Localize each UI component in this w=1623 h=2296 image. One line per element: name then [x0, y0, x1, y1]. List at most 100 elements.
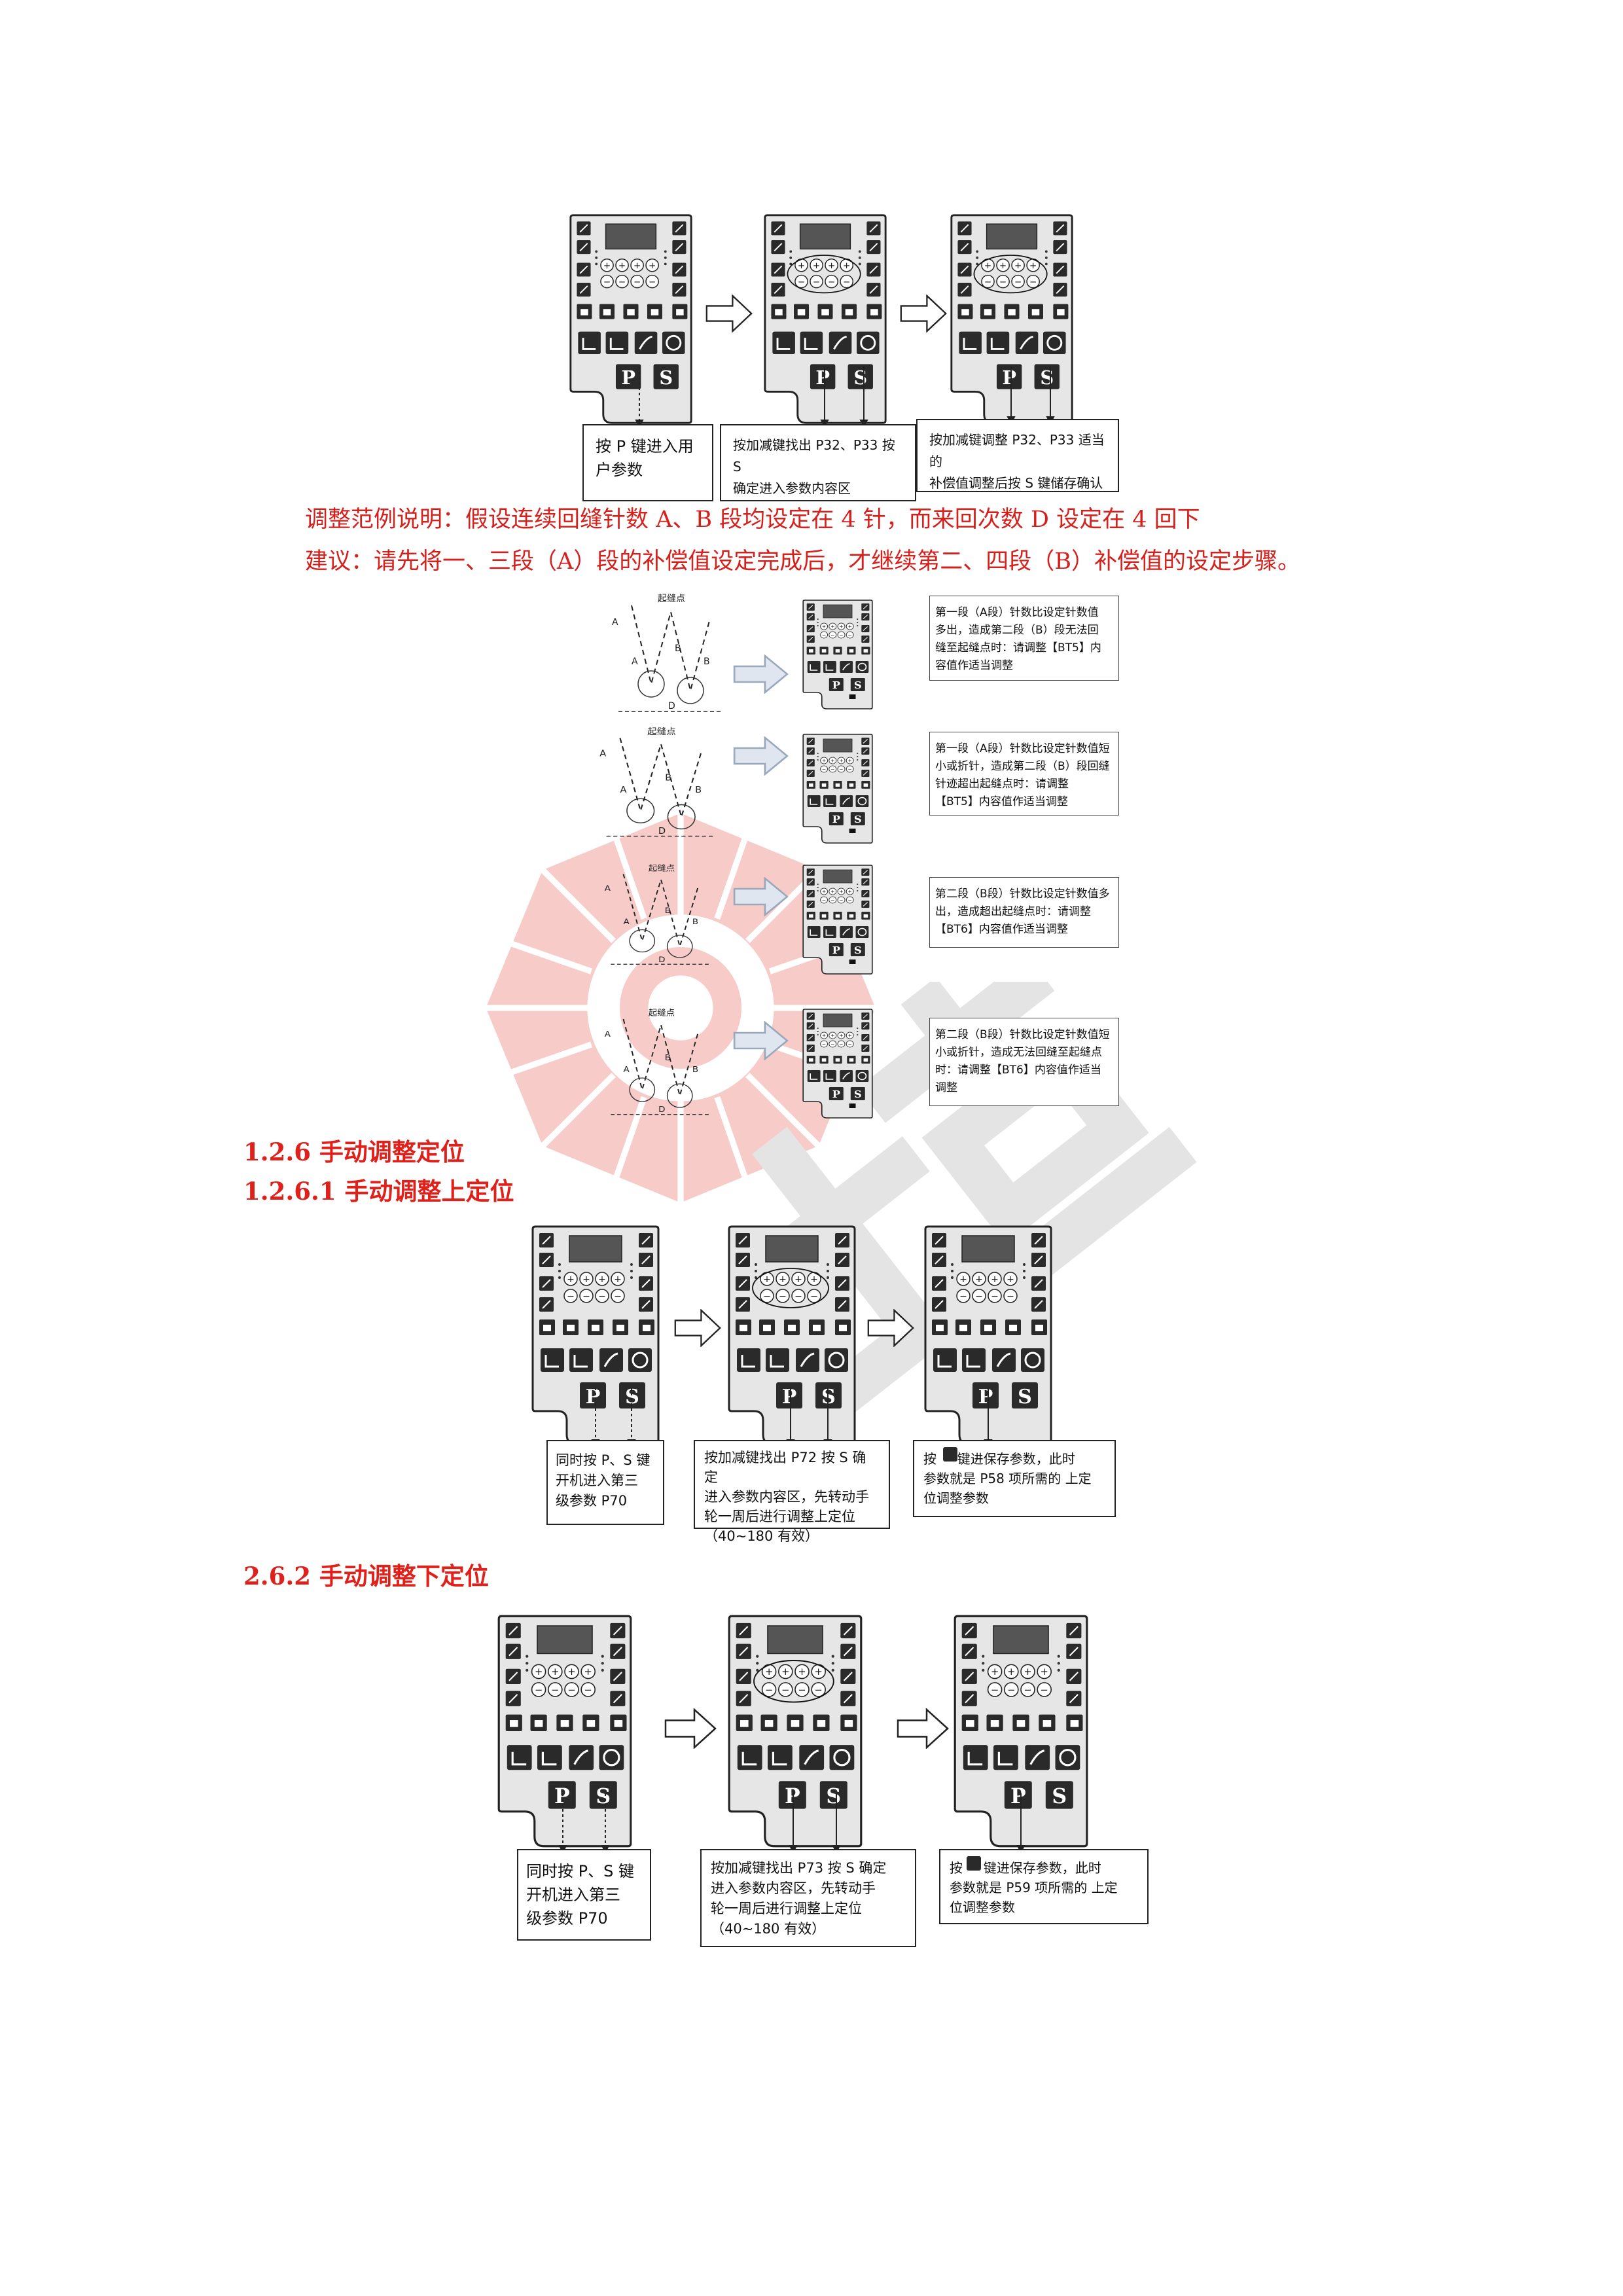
svg-text:P: P	[782, 1386, 797, 1408]
svg-text:+: +	[1007, 1666, 1015, 1677]
right-arrow-icon	[664, 1708, 717, 1749]
svg-text:+: +	[813, 261, 820, 271]
svg-text:+: +	[815, 1666, 823, 1677]
svg-text:S: S	[596, 1784, 611, 1808]
svg-text:−: −	[567, 1291, 575, 1302]
svg-text:B: B	[704, 656, 710, 667]
svg-text:S: S	[854, 1088, 862, 1100]
svg-text:+: +	[633, 261, 641, 271]
svg-text:+: +	[614, 1274, 622, 1285]
svg-text:S: S	[659, 367, 673, 389]
svg-text:+: +	[991, 1274, 999, 1285]
svg-text:P: P	[832, 1088, 841, 1100]
svg-text:P: P	[554, 1784, 570, 1808]
svg-text:+: +	[959, 1274, 967, 1285]
svg-text:−: −	[1024, 1685, 1031, 1696]
svg-text:−: −	[798, 1685, 806, 1696]
caption-box: 按加减键调整 P32、P33 适当的 补偿值调整后按 S 键储存确认	[916, 419, 1119, 492]
svg-text:B: B	[675, 643, 681, 654]
svg-text:B: B	[665, 773, 671, 783]
svg-text:−: −	[582, 1291, 590, 1302]
svg-text:P: P	[1010, 1784, 1026, 1808]
svg-text:+: +	[839, 1033, 843, 1039]
svg-text:+: +	[843, 261, 850, 271]
svg-text:+: +	[598, 1274, 606, 1285]
svg-text:−: −	[839, 1041, 843, 1047]
case-description: 第二段（B段）针数比设定针数值短 小或折针，造成无法回缝至起缝点 时：请调整【B…	[929, 1018, 1119, 1106]
svg-text:+: +	[535, 1666, 543, 1677]
control-panel-2: +−+−+−+−PS	[726, 1224, 857, 1446]
save-key-icon	[943, 1447, 957, 1462]
svg-text:+: +	[810, 1274, 818, 1285]
svg-text:−: −	[830, 1041, 834, 1047]
svg-text:−: −	[584, 1685, 592, 1696]
svg-text:B: B	[695, 785, 702, 795]
svg-text:+: +	[828, 261, 835, 271]
svg-text:+: +	[603, 261, 611, 271]
svg-text:+: +	[765, 1666, 773, 1677]
svg-text:A: A	[620, 785, 628, 795]
svg-text:P: P	[832, 944, 841, 956]
svg-text:−: −	[598, 1291, 606, 1302]
svg-text:−: −	[794, 1291, 802, 1302]
svg-text:S: S	[854, 944, 862, 956]
svg-text:−: −	[567, 1685, 575, 1696]
caption-box: 同时按 P、S 键 开机进入第三 级参数 P70	[546, 1440, 664, 1525]
svg-text:+: +	[1029, 261, 1037, 271]
svg-text:A: A	[605, 1030, 611, 1039]
svg-text:+: +	[567, 1274, 575, 1285]
svg-text:+: +	[1007, 1274, 1014, 1285]
svg-text:−: −	[779, 1291, 787, 1302]
svg-text:−: −	[1029, 278, 1037, 287]
svg-text:−: −	[649, 278, 656, 287]
svg-text:D: D	[658, 955, 666, 964]
svg-text:−: −	[843, 278, 850, 287]
svg-text:+: +	[822, 758, 826, 764]
right-arrow-icon	[733, 1021, 789, 1060]
section-heading-1-2-6: 1.2.6 手动调整定位	[243, 1138, 465, 1166]
svg-text:S: S	[1018, 1386, 1032, 1408]
svg-text:起缝点: 起缝点	[647, 727, 676, 737]
svg-text:+: +	[1041, 1666, 1048, 1677]
svg-text:P: P	[832, 679, 841, 691]
svg-text:−: −	[810, 1291, 818, 1302]
caption-box: 按 P 键进入用 户参数	[582, 424, 713, 501]
svg-text:+: +	[822, 1033, 826, 1039]
svg-text:P: P	[832, 814, 841, 825]
svg-text:+: +	[847, 624, 851, 630]
svg-text:A: A	[632, 656, 638, 667]
svg-text:+: +	[830, 889, 834, 895]
svg-text:−: −	[847, 1041, 851, 1047]
svg-text:+: +	[822, 624, 826, 630]
svg-text:+: +	[781, 1666, 789, 1677]
svg-text:+: +	[839, 758, 843, 764]
svg-text:−: −	[984, 278, 991, 287]
svg-text:−: −	[1014, 278, 1022, 287]
svg-text:B: B	[665, 1053, 671, 1063]
svg-text:A: A	[599, 749, 607, 759]
svg-text:−: −	[815, 1685, 823, 1696]
svg-text:A: A	[605, 884, 611, 893]
svg-text:P: P	[586, 1386, 601, 1408]
svg-text:+: +	[1014, 261, 1022, 271]
svg-text:−: −	[991, 1685, 999, 1696]
svg-text:+: +	[999, 261, 1007, 271]
svg-text:起缝点: 起缝点	[649, 1009, 675, 1018]
svg-text:B: B	[665, 906, 671, 915]
svg-text:A: A	[624, 1065, 630, 1075]
svg-text:−: −	[822, 766, 826, 772]
svg-text:D: D	[658, 1105, 665, 1115]
svg-text:+: +	[798, 261, 805, 271]
svg-text:+: +	[847, 889, 851, 895]
svg-text:+: +	[830, 1033, 834, 1039]
right-arrow-icon	[705, 295, 753, 332]
svg-text:−: −	[798, 278, 805, 287]
svg-text:+: +	[567, 1666, 575, 1677]
case-description: 第一段（A段）针数比设定针数值短 小或折针，造成第二段（B）段回缝 针迹超出起缝…	[929, 732, 1119, 816]
